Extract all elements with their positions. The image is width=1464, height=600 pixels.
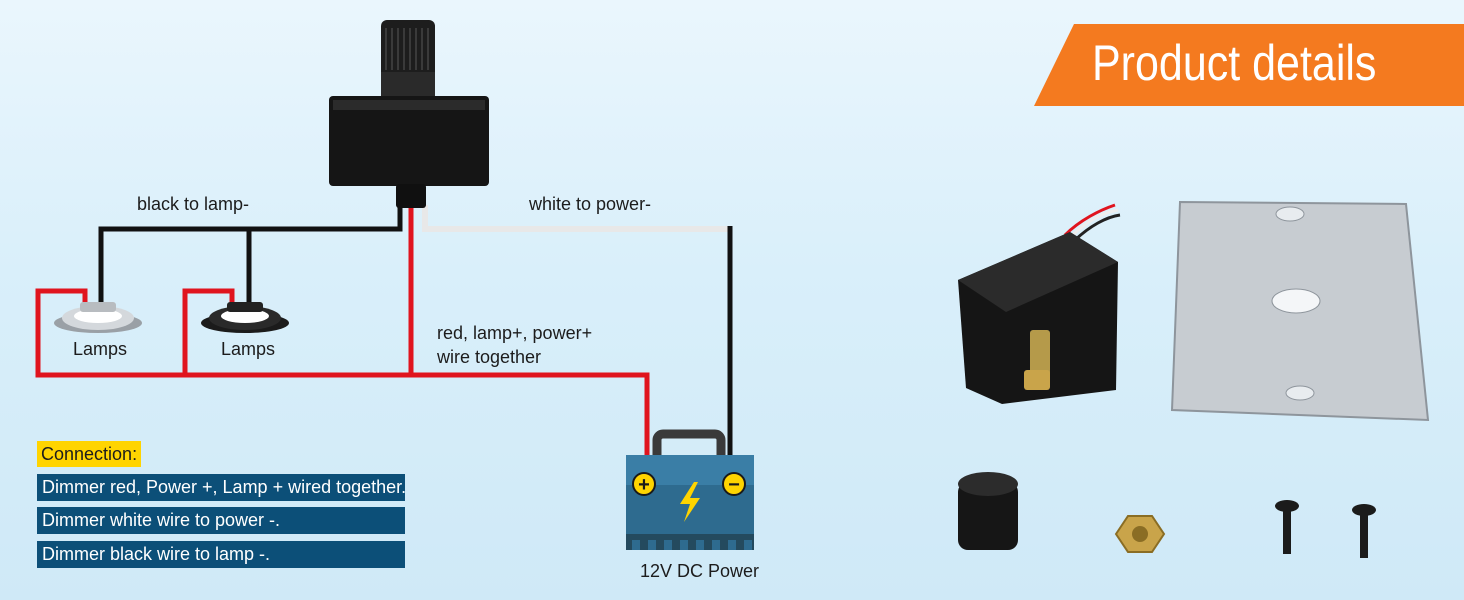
screw-photo-1 [1275,500,1299,554]
power-label: 12V DC Power [640,561,760,581]
lamp2-label: Lamps [221,339,276,359]
connection-title: Connection: [37,441,142,467]
wall-plate-photo [1170,200,1430,422]
banner-shape [1034,24,1464,106]
red-wire-label-line2: wire together [437,347,542,367]
battery-plus-symbol: + [638,474,650,496]
red-wire-lamp2 [182,288,235,375]
connection-step-1: Dimmer red, Power +, Lamp + wired togeth… [37,474,406,501]
connection-step-2: Dimmer white wire to power -. [37,507,405,534]
red-wire-main [408,205,650,455]
lamp-black-icon [201,302,289,333]
white-wire-label: white to power- [529,194,652,214]
lamp-silver-icon [54,302,142,333]
red-wire-label-line1: red, lamp+, power+ [437,323,593,343]
battery-icon [626,429,754,550]
battery-minus-terminal [722,472,746,496]
red-wire-lamp1 [35,288,411,378]
lightning-icon [680,482,700,522]
knob-photo [958,472,1018,550]
screw-photo-2 [1352,504,1376,558]
banner-title: Product details [1092,35,1377,91]
dimmer-body-icon [329,96,489,208]
dimmer-module-photo [958,203,1121,404]
white-wire-edge [422,205,730,232]
hex-nut-photo [1114,515,1166,553]
lamp1-label: Lamps [73,339,128,359]
white-wire [422,205,730,232]
connection-step-3: Dimmer black wire to lamp -. [37,541,405,568]
dimmer-knob-icon [381,20,435,98]
black-wire-label: black to lamp- [137,194,250,214]
battery-plus-terminal [632,472,656,496]
battery-minus-symbol: − [728,474,740,496]
